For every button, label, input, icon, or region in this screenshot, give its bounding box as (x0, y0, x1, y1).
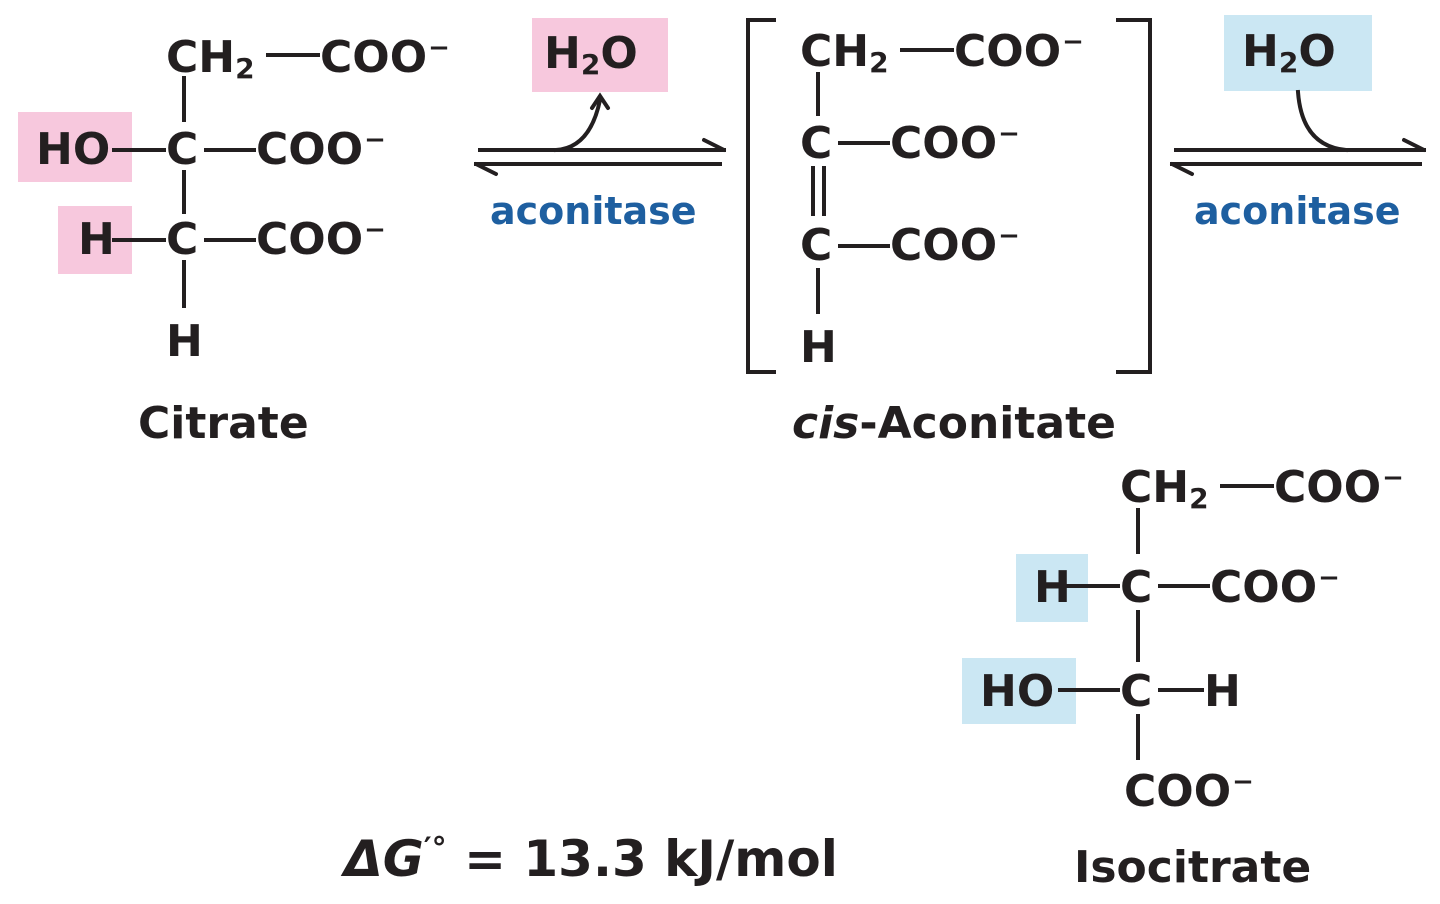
aconitate-coo-mid: COO− (890, 118, 1020, 169)
delta-g-equation: ΔG′° = 13.3 kJ/mol (344, 834, 838, 884)
isocitrate-h-right: H (1204, 666, 1241, 717)
isocitrate-ho-highlight (962, 658, 1076, 724)
delta-g-prime: ′° (423, 831, 447, 867)
enzyme-label-2: aconitase (1194, 189, 1401, 233)
aconitate-ch2: CH2 (800, 26, 889, 79)
citrate-c1: C (166, 124, 199, 175)
eq2-forward-head (1402, 138, 1426, 152)
isocitrate-label: Isocitrate (1074, 842, 1312, 893)
enzyme-label-1: aconitase (490, 189, 697, 233)
isocitrate-coo-top: COO− (1274, 462, 1404, 513)
aconitate-right-bracket (1116, 18, 1152, 374)
isocitrate-h-left: H (1034, 562, 1071, 613)
eq1-forward-head (702, 138, 726, 152)
eq2-water-join-arc (1295, 89, 1349, 153)
eq1-water-release-arc (553, 97, 603, 153)
aconitate-c1: C (800, 118, 833, 169)
citrate-ho: HO (36, 124, 111, 175)
citrate-c2: C (166, 214, 199, 265)
isocitrate-c2: C (1120, 666, 1153, 717)
water-removed-highlight (532, 18, 668, 92)
eq2-reverse-head (1170, 162, 1194, 176)
citrate-ho-highlight (18, 112, 132, 182)
citrate-coo-mid: COO− (256, 124, 386, 175)
citrate-h-bottom: H (166, 316, 203, 367)
water-added-highlight (1224, 15, 1372, 91)
citrate-coo-top: COO− (320, 32, 450, 83)
water-removed: H2O (544, 28, 638, 81)
isocitrate-c1: C (1120, 562, 1153, 613)
delta-g-value: = 13.3 kJ/mol (464, 830, 838, 888)
citrate-coo-low: COO− (256, 214, 386, 265)
aconitate-h-bottom: H (800, 322, 837, 373)
eq1-water-arrowhead (590, 92, 610, 110)
citrate-label: Citrate (138, 398, 309, 449)
aconitate-coo-top: COO− (954, 26, 1084, 77)
delta-g-symbol: ΔG (344, 830, 424, 888)
isocitrate-ch2: CH2 (1120, 462, 1209, 515)
isocitrate-coo-bottom: COO− (1124, 766, 1254, 817)
water-added: H2O (1242, 26, 1336, 79)
aconitate-coo-low: COO− (890, 220, 1020, 271)
citrate-h-left: H (78, 214, 115, 265)
eq1-reverse-head (474, 162, 498, 176)
isocitrate-coo-mid: COO− (1210, 562, 1340, 613)
aconitate-label: cis-Aconitate (792, 398, 1116, 449)
aconitate-c2: C (800, 220, 833, 271)
isocitrate-ho: HO (980, 666, 1055, 717)
citrate-ch2: CH2 (166, 32, 255, 85)
aconitate-left-bracket (746, 18, 776, 374)
